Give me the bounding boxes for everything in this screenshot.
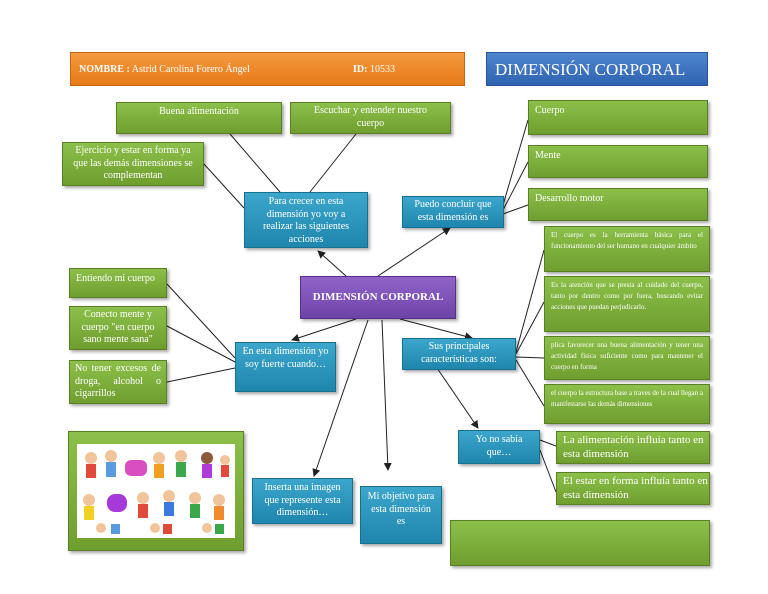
- crecer-label: Para crecer en esta dimensión yo voy a r…: [262, 196, 350, 245]
- fuerte-item-2-label: Conecto mente y cuerpo "en cuerpo sano m…: [81, 309, 155, 345]
- crecer-node: Para crecer en esta dimensión yo voy a r…: [244, 192, 368, 248]
- objetivo-node: Mi objetivo para esta dimensión es: [360, 486, 442, 544]
- fuerte-item-2: Conecto mente y cuerpo "en cuerpo sano m…: [69, 306, 167, 350]
- line-center-fuerte: [291, 318, 357, 342]
- concluir-item-3-label: Desarrollo motor: [535, 193, 604, 204]
- objetivo-label: Mi objetivo para esta dimensión es: [367, 491, 435, 527]
- id-value: 10533: [369, 64, 395, 75]
- nombre-value: Astrid Carolina Forero Ángel: [131, 64, 250, 75]
- objetivo-answer-box: [450, 520, 710, 566]
- crecer-item-1-label: Buena alimentación: [159, 106, 239, 117]
- crecer-item-3: Ejercicio y estar en forma ya que las de…: [62, 142, 204, 186]
- fuerte-label: En esta dimensión yo soy fuerte cuando…: [242, 346, 329, 370]
- line-center-caracteristicas: [399, 318, 473, 341]
- line-center-crecer: [317, 250, 347, 277]
- caracteristica-item-4: el cuerpo la estructura base a traves de…: [544, 384, 710, 424]
- fuerte-item-3-label: No tener excesos de droga, alcohol o cig…: [75, 363, 161, 399]
- caracteristica-item-2: Es la atención que se presta al cuidado …: [544, 276, 710, 332]
- crecer-item-2: Escuchar y entender nuestro cuerpo: [290, 102, 451, 134]
- sabia-node: Yo no sabía que…: [458, 430, 540, 464]
- sabia-item-2: El estar en forma influía tanto en esta …: [556, 472, 710, 505]
- caracteristica-item-2-label: Es la atención que se presta al cuidado …: [551, 281, 703, 311]
- imagen-node: Inserta una imagen que represente esta d…: [252, 478, 353, 524]
- crecer-item-3-label: Ejercicio y estar en forma ya que las de…: [73, 145, 193, 181]
- page-title: DIMENSIÓN CORPORAL: [486, 52, 708, 86]
- nombre-label: NOMBRE :: [79, 64, 130, 75]
- kids-playing-image: [83, 450, 230, 534]
- line-caracteristicas-sabia: [436, 367, 479, 429]
- concluir-item-3: Desarrollo motor: [528, 188, 708, 221]
- fuerte-item-3: No tener excesos de droga, alcohol o cig…: [69, 360, 167, 404]
- sabia-label: Yo no sabía que…: [475, 434, 523, 458]
- fuerte-item-1: Entiendo mi cuerpo: [69, 268, 167, 298]
- fuerte-node: En esta dimensión yo soy fuerte cuando…: [235, 342, 336, 392]
- center-node: DIMENSIÓN CORPORAL: [300, 276, 456, 319]
- crecer-item-2-label: Escuchar y entender nuestro cuerpo: [313, 105, 427, 129]
- student-header-bar: NOMBRE : Astrid Carolina Forero Ángel ID…: [70, 52, 465, 86]
- imagen-label: Inserta una imagen que represente esta d…: [264, 482, 341, 518]
- line-center-concluir: [377, 227, 451, 277]
- crecer-item-1: Buena alimentación: [116, 102, 282, 134]
- caracteristica-item-1-label: El cuerpo es la herramienta básica para …: [551, 231, 703, 250]
- fuerte-item-1-label: Entiendo mi cuerpo: [76, 273, 155, 284]
- id-label: ID:: [353, 64, 368, 75]
- sabia-item-2-label: El estar en forma influía tanto en esta …: [563, 475, 708, 501]
- caracteristica-item-3-label: plica favorecer una buena alimentación y…: [551, 341, 703, 371]
- concluir-item-2: Mente: [528, 145, 708, 178]
- concluir-node: Puedo concluir que esta dimensión es: [402, 196, 504, 228]
- concluir-item-1: Cuerpo: [528, 100, 708, 135]
- page-title-text: DIMENSIÓN CORPORAL: [495, 60, 686, 79]
- caracteristica-item-4-label: el cuerpo la estructura base a traves de…: [551, 389, 703, 408]
- concluir-item-1-label: Cuerpo: [535, 105, 565, 116]
- line-center-objetivo: [381, 319, 392, 471]
- line-center-imagen: [312, 319, 369, 477]
- kids-illustration: [77, 444, 235, 538]
- sabia-item-1-label: La alimentación influía tanto en esta di…: [563, 434, 704, 460]
- concluir-label: Puedo concluir que esta dimensión es: [414, 199, 492, 223]
- caracteristica-item-1: El cuerpo es la herramienta básica para …: [544, 226, 710, 272]
- concluir-item-2-label: Mente: [535, 150, 561, 161]
- caracteristicas-node: Sus principales características son:: [402, 338, 516, 370]
- center-node-label: DIMENSIÓN CORPORAL: [312, 291, 444, 303]
- kids-picture-frame: [68, 431, 244, 551]
- caracteristica-item-3: plica favorecer una buena alimentación y…: [544, 336, 710, 380]
- sabia-item-1: La alimentación influía tanto en esta di…: [556, 431, 710, 464]
- caracteristicas-label: Sus principales características son:: [421, 341, 497, 365]
